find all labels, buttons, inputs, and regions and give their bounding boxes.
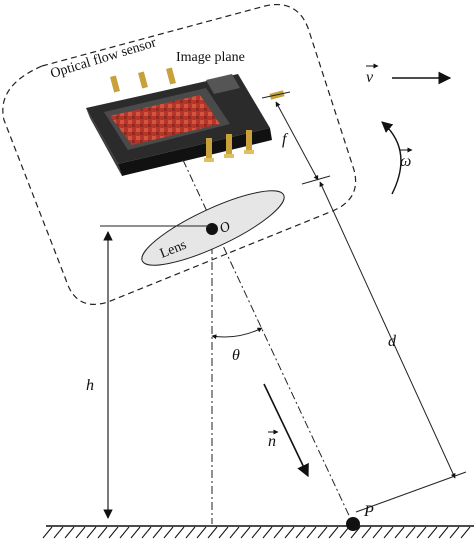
- ground-hatch-line: [449, 526, 460, 539]
- sensor-enclosure: [2, 4, 357, 305]
- ground-hatch-line: [273, 526, 284, 539]
- ground-hatch-line: [438, 526, 449, 539]
- ground-hatch-line: [372, 526, 383, 539]
- distance-label: d: [388, 333, 397, 350]
- ground: [42, 525, 474, 539]
- ground-hatch-line: [152, 526, 163, 539]
- ground-hatch-line: [174, 526, 185, 539]
- ground-hatch-line: [251, 526, 262, 539]
- ground-hatch-line: [130, 526, 141, 539]
- angular-velocity-label: ω: [400, 153, 411, 170]
- ground-hatch-line: [383, 526, 394, 539]
- ground-hatch-line: [64, 526, 75, 539]
- ground-hatch-line: [339, 526, 350, 539]
- focal-label: f: [282, 131, 289, 148]
- ground-hatch-line: [262, 526, 273, 539]
- ground-hatch-line: [306, 526, 317, 539]
- ground-hatch-line: [350, 526, 361, 539]
- velocity-label: v: [366, 69, 374, 86]
- normal-label: n: [268, 433, 276, 450]
- ground-hatch-line: [119, 526, 130, 539]
- ground-hatch-line: [196, 526, 207, 539]
- ground-hatch-line: [229, 526, 240, 539]
- angular-velocity-arc: [381, 121, 402, 195]
- ground-hatch-line: [218, 526, 229, 539]
- ground-hatch-line: [207, 526, 218, 539]
- image-plane-label: Image plane: [176, 50, 245, 65]
- height-label: h: [86, 377, 94, 394]
- ground-hatch-line: [361, 526, 372, 539]
- ground-hatch-line: [185, 526, 196, 539]
- ground-hatch-line: [317, 526, 328, 539]
- ground-hatch-line: [141, 526, 152, 539]
- optical-center-dot: [206, 223, 218, 235]
- ground-hatch-line: [97, 526, 108, 539]
- ground-hatch-line: [75, 526, 86, 539]
- ground-hatch-line: [42, 526, 53, 539]
- ground-hatch-line: [108, 526, 119, 539]
- ground-hatch-line: [416, 526, 427, 539]
- ground-hatch-line: [53, 526, 64, 539]
- sensor-chip: [86, 67, 285, 176]
- ground-hatch-line: [295, 526, 306, 539]
- focal-length-dimension: [275, 101, 319, 181]
- ground-hatch-line: [240, 526, 251, 539]
- ground-hatch-line: [394, 526, 405, 539]
- angle-arc: [211, 327, 263, 340]
- ground-hatch-line: [328, 526, 339, 539]
- normal-arrow: [263, 383, 309, 478]
- distance-tick-bottom: [355, 471, 467, 513]
- ground-hatch-line: [460, 526, 471, 539]
- ground-hatch-line: [86, 526, 97, 539]
- ground-hatch-line: [163, 526, 174, 539]
- point-label: P: [363, 503, 374, 520]
- focal-tick-top: [261, 91, 291, 99]
- ground-hatch-line: [284, 526, 295, 539]
- ground-point: [346, 517, 360, 531]
- ground-hatch-line: [405, 526, 416, 539]
- angle-label: θ: [232, 347, 240, 364]
- ground-hatch-line: [427, 526, 438, 539]
- distance-dimension: [319, 181, 456, 479]
- focal-tick-bottom: [301, 175, 331, 185]
